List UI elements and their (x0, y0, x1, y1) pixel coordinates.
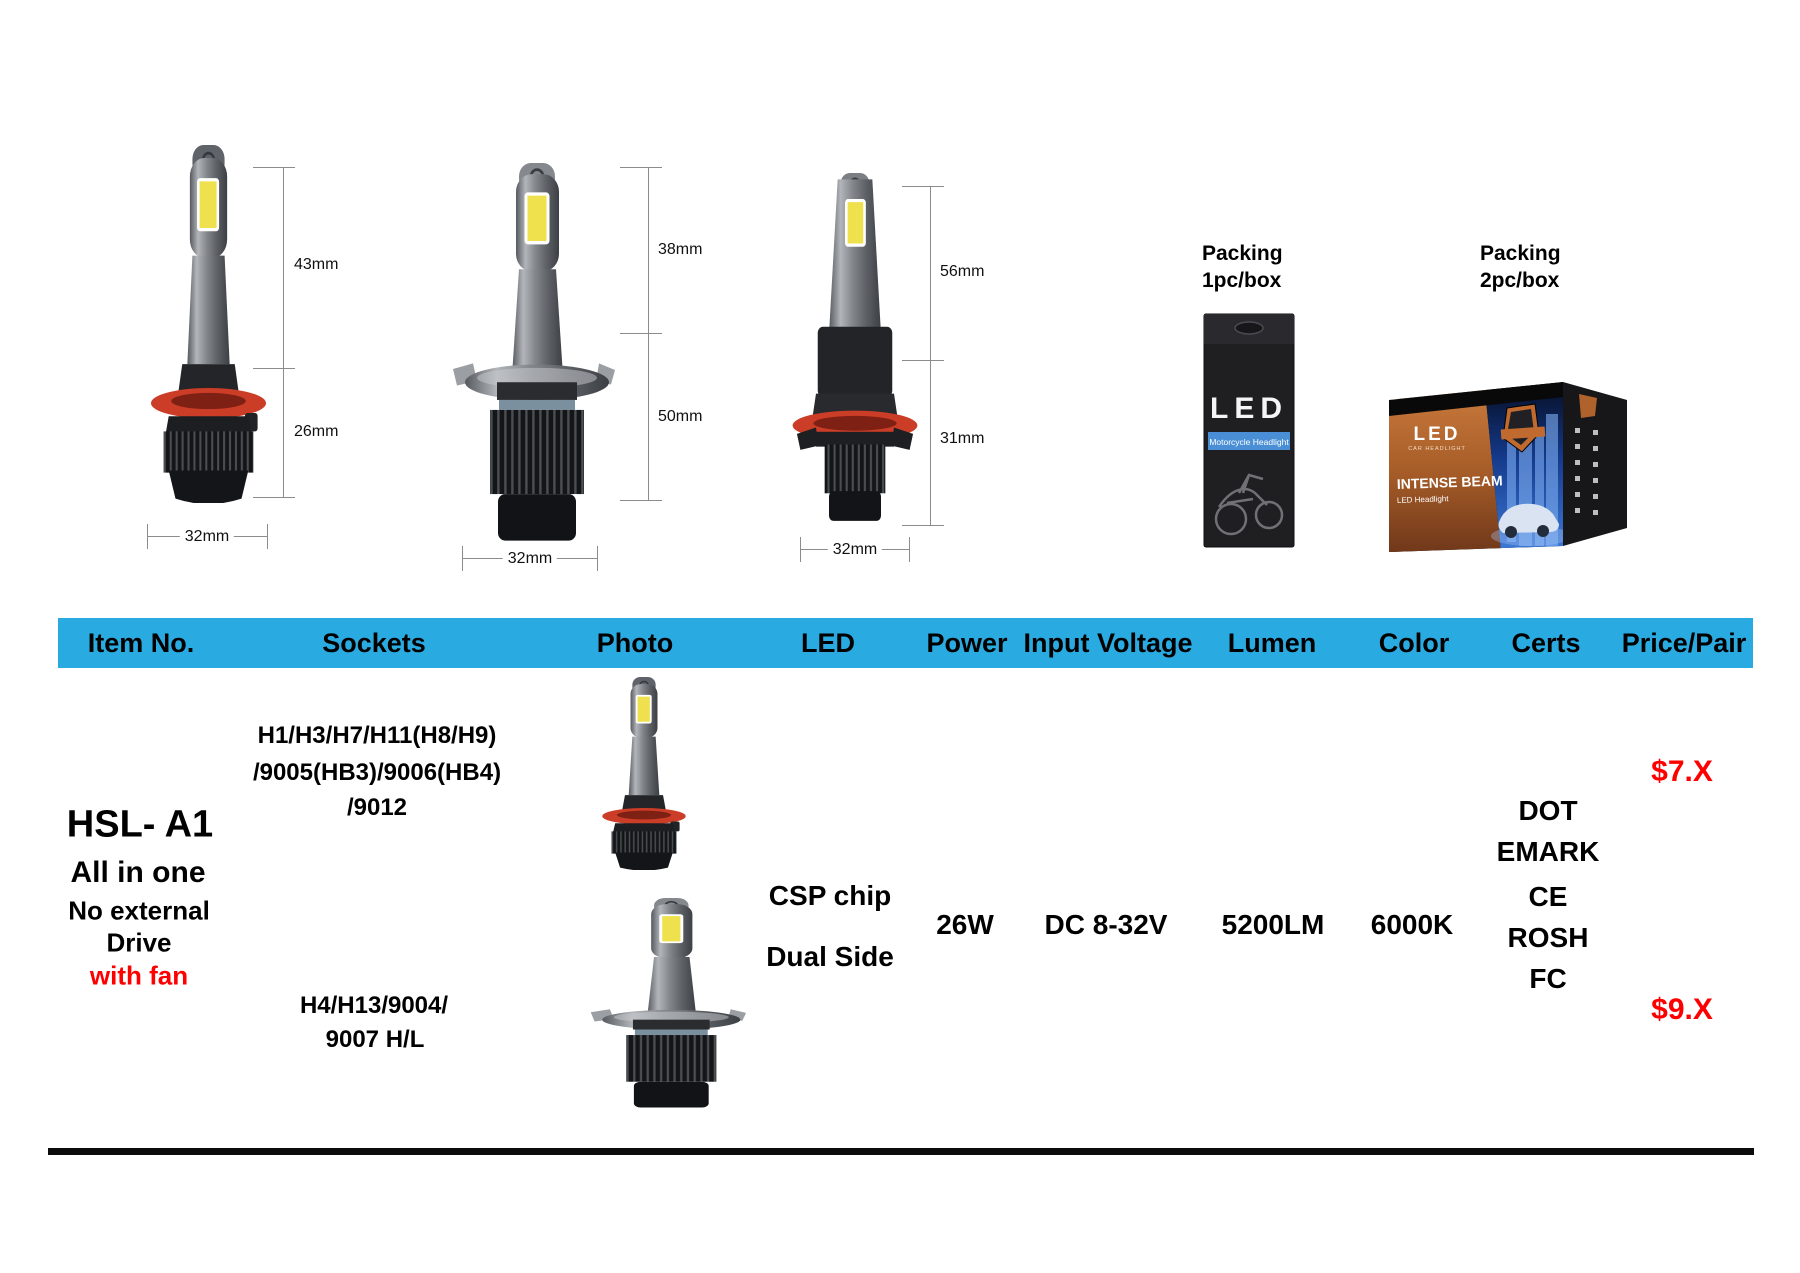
cert-item: ROSH (1507, 922, 1589, 953)
packing-single-title: Packing 1pc/box (1202, 240, 1283, 294)
dim-label: 50mm (658, 408, 703, 425)
lumen-value: 5200LM (1221, 909, 1325, 940)
packing-double-title-line2: 2pc/box (1480, 269, 1560, 292)
dim-label: 43mm (294, 256, 339, 273)
col-header-price-pair: Price/Pair (1621, 628, 1747, 658)
col-header-photo: Photo (596, 628, 674, 658)
photo-bulb-h11 (598, 677, 690, 870)
packing-double-beam-text: INTENSE BEAM (1397, 472, 1503, 492)
packing-double-sub-text: CAR HEADLIGHT (1408, 446, 1466, 452)
col-header-color: Color (1378, 628, 1450, 658)
item-feature-with-fan: with fan (89, 960, 189, 991)
shield-logo-icon (1500, 403, 1546, 453)
sockets-line: /9005(HB3)/9006(HB4) (252, 759, 502, 786)
col-header-item-no: Item No. (87, 628, 195, 658)
packing-double-headlight-text: LED Headlight (1397, 494, 1450, 505)
item-feature: All in one (70, 856, 206, 889)
item-no: HSL- A1 (66, 803, 214, 846)
dim-tick (902, 360, 944, 361)
side-face-details (1575, 394, 1598, 515)
sockets-line: 9007 H/L (325, 1026, 425, 1053)
dim-tick (253, 368, 295, 369)
cert-item: CE (1528, 881, 1568, 912)
dim-label: 32mm (179, 528, 235, 546)
packing-double-led-text: LED (1414, 424, 1461, 445)
led-spec-line: Dual Side (766, 941, 894, 972)
dim-tick (253, 167, 295, 168)
dim-label: 26mm (294, 423, 339, 440)
col-header-input-voltage: Input Voltage (1023, 628, 1193, 658)
dim-tick (267, 524, 268, 549)
dim-tick (147, 524, 148, 549)
packing-double-box-image: LED CAR HEADLIGHT INTENSE BEAM LED Headl… (1389, 382, 1627, 552)
price-single: $7.X (1651, 755, 1713, 788)
dim-label: 32mm (502, 550, 558, 568)
sockets-line: H1/H3/H7/H11(H8/H9) (257, 722, 497, 749)
sockets-line: H4/H13/9004/ (299, 992, 449, 1019)
9007-bulb-image (790, 173, 920, 523)
dim-tick (620, 167, 662, 168)
packing-single-title-line2: 1pc/box (1202, 269, 1282, 292)
dim-tick (620, 500, 662, 501)
packing-single-led-text: LED (1210, 392, 1288, 425)
cert-item: FC (1529, 963, 1567, 994)
led-spec-line: CSP chip (768, 880, 892, 911)
dim-label: 38mm (658, 241, 703, 258)
col-header-sockets: Sockets (322, 628, 426, 658)
table-header-bar (58, 618, 1753, 668)
car-silhouette (1498, 503, 1559, 538)
col-header-certs: Certs (1511, 628, 1581, 658)
dim-line (930, 186, 931, 525)
packing-single-title-line1: Packing (1202, 242, 1283, 265)
h11-bulb-image (145, 145, 272, 503)
packing-double-title-line1: Packing (1480, 242, 1561, 265)
power-value: 26W (936, 909, 994, 940)
col-header-led: LED (801, 628, 855, 658)
dim-label: 56mm (940, 263, 985, 280)
packing-single-strip-text: Motorcycle Headlight (1209, 437, 1289, 447)
item-feature: No external (68, 895, 210, 926)
dim-tick (902, 186, 944, 187)
motorcycle-icon (1214, 473, 1284, 536)
dim-tick (597, 546, 598, 571)
cert-item: DOT (1518, 795, 1578, 826)
h4-bulb-image (447, 163, 617, 545)
cert-item: EMARK (1496, 836, 1600, 867)
voltage-value: DC 8-32V (1044, 909, 1168, 940)
price-double: $9.X (1651, 993, 1713, 1026)
color-temp-value: 6000K (1370, 909, 1454, 940)
dim-tick (462, 546, 463, 571)
packing-double-title: Packing 2pc/box (1480, 240, 1561, 294)
col-header-power: Power (926, 628, 1008, 658)
hang-hole (1234, 321, 1264, 335)
dim-tick (253, 497, 295, 498)
bottom-rule (48, 1148, 1754, 1155)
item-feature: Drive (106, 927, 172, 958)
packing-single-box-image: LED Motorcycle Headlight (1203, 313, 1295, 548)
sockets-line: /9012 (346, 794, 408, 821)
dim-tick (620, 333, 662, 334)
photo-bulb-h4 (585, 898, 748, 1110)
dim-line (283, 167, 284, 497)
dim-label: 31mm (940, 430, 985, 447)
dim-tick (909, 537, 910, 562)
dim-tick (800, 537, 801, 562)
col-header-lumen: Lumen (1227, 628, 1317, 658)
dim-label: 32mm (827, 541, 883, 559)
dim-tick (902, 525, 944, 526)
